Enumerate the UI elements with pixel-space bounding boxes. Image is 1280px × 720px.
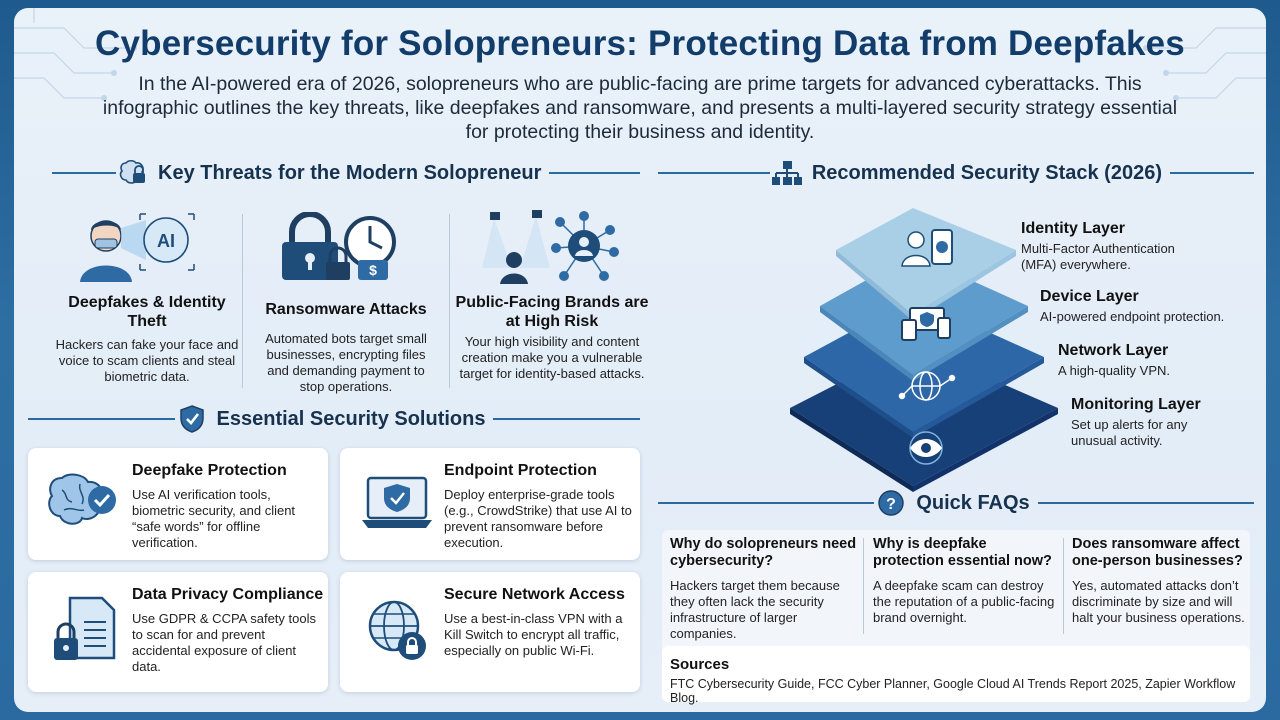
stack-label-monitoring: Monitoring Layer Set up alerts for any u…	[1071, 396, 1211, 449]
layer-desc: Multi-Factor Authentication (MFA) everyw…	[1021, 241, 1175, 272]
sources-box: Sources FTC Cybersecurity Guide, FCC Cyb…	[662, 646, 1250, 705]
solution-desc: Use a best-in-class VPN with a Kill Swit…	[444, 611, 623, 658]
page-title: Cybersecurity for Solopreneurs: Protecti…	[95, 24, 1185, 63]
threat-desc: Automated bots target small businesses, …	[265, 331, 427, 394]
threat-deepfakes: Deepfakes & Identity Theft Hackers can f…	[54, 293, 240, 385]
solution-title: Secure Network Access	[444, 586, 625, 603]
solution-card-network: Secure Network Access Use a best-in-clas…	[340, 572, 640, 692]
layer-desc: A high-quality VPN.	[1058, 363, 1171, 378]
layer-title: Monitoring Layer	[1071, 396, 1201, 413]
faq-heading-text: Quick FAQs	[916, 491, 1030, 514]
globe-lock-icon	[368, 600, 426, 660]
faq-item: Does ransomware affect one-person busine…	[1072, 536, 1248, 626]
circuit-decoration-left	[14, 8, 137, 101]
stack-heading: Recommended Security Stack (2026)	[658, 158, 1254, 188]
infographic: Cybersecurity for Solopreneurs: Protecti…	[14, 8, 1266, 712]
devices-icon	[901, 307, 951, 341]
shield-check-icon	[175, 404, 209, 434]
stack-label-network: Network Layer A high-quality VPN.	[1058, 342, 1170, 379]
stack-heading-text: Recommended Security Stack (2026)	[811, 161, 1162, 184]
solution-desc: Use AI verification tools, biometric sec…	[132, 487, 296, 550]
svg-text:AI: AI	[157, 231, 175, 251]
faq-question: Why do solopreneurs need cybersecurity?	[670, 536, 857, 569]
threat-desc: Hackers can fake your face and voice to …	[55, 337, 239, 384]
layer-desc: AI-powered endpoint protection.	[1040, 309, 1225, 324]
divider	[242, 214, 243, 388]
faq-question: Why is deepfake protection essential now…	[873, 536, 1052, 569]
hierarchy-icon	[770, 158, 804, 188]
document-lock-icon	[54, 596, 116, 660]
solution-title: Deepfake Protection	[132, 462, 287, 479]
threat-title: Public-Facing Brands are at High Risk	[455, 294, 649, 330]
threats-heading-text: Key Threats for the Modern Solopreneur	[158, 161, 542, 184]
brain-check-icon	[48, 473, 116, 525]
svg-text:?: ?	[886, 496, 896, 513]
threats-heading: Key Threats for the Modern Solopreneur	[52, 158, 640, 188]
brain-lock-icon	[116, 158, 150, 188]
spotlight-network-icon	[482, 210, 619, 284]
stack-label-identity: Identity Layer Multi-Factor Authenticati…	[1021, 220, 1201, 273]
solution-card-privacy: Data Privacy Compliance Use GDPR & CCPA …	[28, 572, 328, 692]
svg-text:$: $	[369, 262, 377, 278]
user-phone-icon	[901, 229, 953, 267]
layer-title: Network Layer	[1058, 342, 1169, 359]
threat-title: Deepfakes & Identity Theft	[68, 294, 226, 330]
solution-title: Endpoint Protection	[444, 462, 597, 479]
threat-title: Ransomware Attacks	[265, 301, 427, 318]
security-stack-diagram	[790, 208, 1058, 492]
question-icon: ?	[874, 488, 908, 518]
solution-desc: Use GDPR & CCPA safety tools to scan for…	[132, 611, 316, 674]
intro-paragraph: In the AI-powered era of 2026, soloprene…	[102, 73, 1178, 143]
faq-answer: A deepfake scam can destroy the reputati…	[873, 578, 1055, 625]
faq-answer: Yes, automated attacks don’t discriminat…	[1072, 578, 1245, 625]
solution-title: Data Privacy Compliance	[132, 586, 324, 603]
ai-face-scan-icon: AI	[80, 213, 195, 282]
globe-network-icon	[898, 371, 956, 401]
faq-item: Why is deepfake protection essential now…	[873, 536, 1059, 626]
solution-desc: Deploy enterprise-grade tools (e.g., Cro…	[444, 487, 632, 550]
threat-public-brands: Public-Facing Brands are at High Risk Yo…	[454, 293, 650, 382]
faq-heading: ? Quick FAQs	[658, 488, 1254, 518]
divider	[1063, 538, 1064, 634]
layer-desc: Set up alerts for any unusual activity.	[1071, 417, 1188, 448]
faq-question: Does ransomware affect one-person busine…	[1072, 536, 1243, 569]
divider	[863, 538, 864, 634]
layer-title: Device Layer	[1040, 288, 1139, 305]
laptop-shield-icon	[362, 476, 432, 528]
stack-label-device: Device Layer AI-powered endpoint protect…	[1040, 288, 1224, 325]
faq-answer: Hackers target them because they often l…	[670, 578, 840, 641]
divider	[449, 214, 450, 388]
layer-title: Identity Layer	[1021, 220, 1126, 237]
faq-item: Why do solopreneurs need cybersecurity? …	[670, 536, 858, 642]
padlock-clock-icon: $	[282, 212, 396, 280]
solution-card-endpoint: Endpoint Protection Deploy enterprise-gr…	[340, 448, 640, 560]
sources-text: FTC Cybersecurity Guide, FCC Cyber Plann…	[670, 677, 1236, 705]
solution-card-deepfake: Deepfake Protection Use AI verification …	[28, 448, 328, 560]
threat-ransomware: Ransomware Attacks Automated bots target…	[254, 300, 438, 395]
circuit-decoration-right	[1143, 27, 1266, 101]
solutions-heading: Essential Security Solutions	[28, 404, 640, 434]
eye-icon	[909, 431, 943, 465]
threat-desc: Your high visibility and content creatio…	[459, 334, 645, 381]
sources-title: Sources	[670, 656, 730, 673]
solutions-heading-text: Essential Security Solutions	[216, 407, 486, 430]
